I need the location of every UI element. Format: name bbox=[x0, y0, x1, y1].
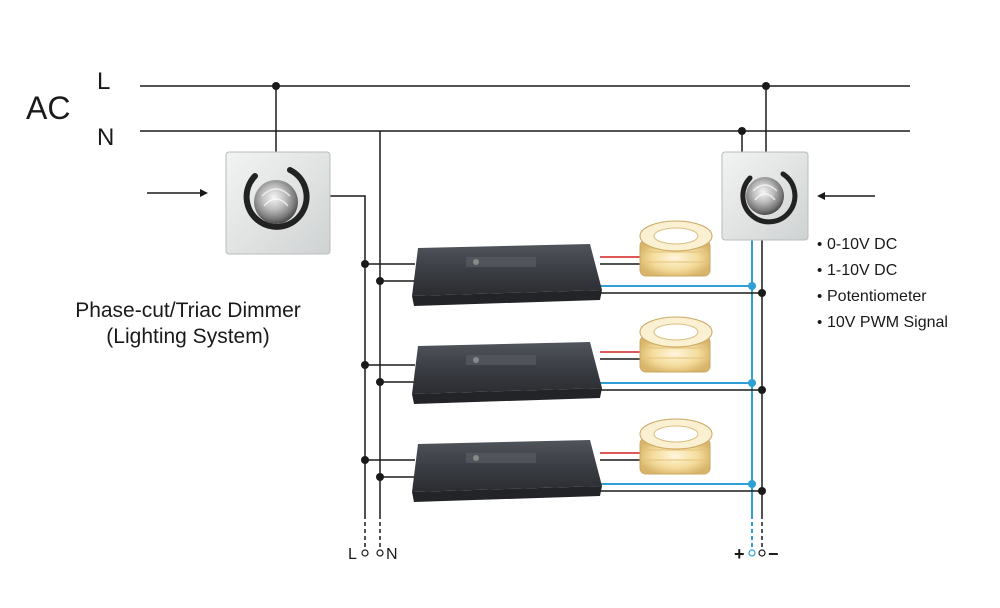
signal-item: 10V PWM Signal bbox=[827, 314, 948, 331]
right-bus-junctions bbox=[748, 282, 766, 495]
led-output-wires bbox=[600, 256, 642, 461]
caption-line-1: Phase-cut/Triac Dimmer bbox=[75, 299, 301, 322]
terminal-circle bbox=[748, 549, 756, 557]
right-input-arrow-icon bbox=[817, 192, 875, 200]
ac-mains: AC L N bbox=[26, 68, 910, 151]
terminal-n-label: N bbox=[386, 546, 398, 563]
terminal-circle bbox=[361, 549, 369, 557]
left-ac-bus bbox=[275, 86, 415, 550]
bottom-terminals-dim: + − bbox=[734, 544, 779, 564]
bullet: • bbox=[817, 236, 822, 253]
left-dimmer-caption: Phase-cut/Triac Dimmer (Lighting System) bbox=[75, 299, 301, 348]
line-n-label: N bbox=[97, 124, 114, 151]
right-dimmer-panel bbox=[721, 151, 809, 241]
led-driver-3 bbox=[412, 440, 602, 502]
line-l-label: L bbox=[97, 68, 110, 95]
rotary-dimmer-knob-icon bbox=[243, 167, 310, 230]
control-signal-list: • 0-10V DC • 1-10V DC • Potentiometer • … bbox=[817, 236, 948, 331]
signal-item: 0-10V DC bbox=[827, 236, 897, 253]
terminal-circle bbox=[758, 549, 766, 557]
bullet: • bbox=[817, 288, 822, 305]
terminal-l-label: L bbox=[348, 546, 357, 563]
caption-line-2: (Lighting System) bbox=[106, 325, 269, 348]
led-strip-reel-1 bbox=[639, 220, 713, 277]
led-strip-reel-3 bbox=[639, 418, 713, 475]
led-driver-1 bbox=[412, 244, 602, 306]
led-strip-reel-icon bbox=[639, 418, 713, 475]
led-driver-icon bbox=[412, 440, 602, 502]
left-bus-junctions bbox=[361, 260, 384, 481]
led-strip-reel-2 bbox=[639, 316, 713, 373]
terminal-minus-label: − bbox=[768, 544, 779, 564]
rotary-dimmer-knob-icon bbox=[740, 171, 798, 225]
led-driver-icon bbox=[412, 244, 602, 306]
ac-label: AC bbox=[26, 90, 70, 126]
led-strip-reel-icon bbox=[639, 316, 713, 373]
led-driver-2 bbox=[412, 342, 602, 404]
left-input-arrow-icon bbox=[147, 189, 208, 197]
left-dimmer-panel bbox=[225, 151, 331, 255]
led-strip-reel-icon bbox=[639, 220, 713, 277]
signal-item: 1-10V DC bbox=[827, 262, 897, 279]
terminal-circle bbox=[376, 549, 384, 557]
terminal-plus-label: + bbox=[734, 544, 745, 564]
bullet: • bbox=[817, 314, 822, 331]
bottom-terminals-ac: L N bbox=[348, 546, 398, 563]
signal-item: Potentiometer bbox=[827, 288, 927, 305]
bullet: • bbox=[817, 262, 822, 279]
led-driver-icon bbox=[412, 342, 602, 404]
